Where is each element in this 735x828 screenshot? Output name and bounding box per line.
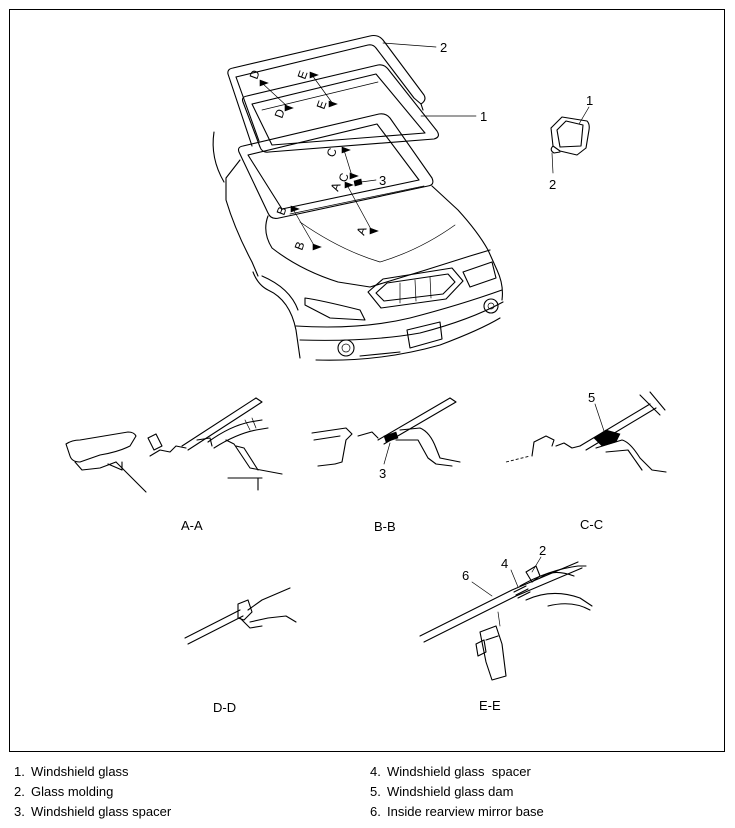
- overview-spacer-mark: [353, 178, 363, 187]
- legend-number: 2.: [14, 784, 25, 799]
- right-headlight: [462, 261, 497, 288]
- left-fog-light: [337, 339, 355, 357]
- section-b-b-spacer-callout: 3: [379, 466, 386, 481]
- section-e-e-drawing: [419, 556, 593, 681]
- section-d-d-label: D-D: [213, 700, 236, 715]
- glass-callout: 1: [480, 109, 487, 124]
- glass-molding-outline: [227, 34, 426, 147]
- legend-item: 6. Inside rearview mirror base: [370, 802, 720, 822]
- cut-mark-a-end: A: [354, 225, 370, 237]
- spacer-leader-line: [360, 179, 377, 183]
- car-windshield-opening: [237, 113, 434, 219]
- legend-text: Windshield glass spacer: [31, 804, 172, 819]
- legend-text: Windshield glass spacer: [387, 764, 531, 779]
- cut-mark-b-start: B: [274, 205, 290, 217]
- windshield-diagram: 2 1 3 D D E E C C: [9, 9, 725, 752]
- legend-text: Inside rearview mirror base: [387, 804, 544, 819]
- legend-number: 4.: [370, 764, 381, 779]
- section-e-e-mirror-base-callout: 6: [462, 568, 469, 583]
- section-a-a-label: A-A: [181, 518, 203, 533]
- right-fog-light: [483, 298, 499, 314]
- cut-mark-a-start: A: [328, 181, 344, 193]
- legend-item: 4. Windshield glass spacer: [370, 762, 720, 782]
- section-d-d-drawing: [184, 587, 297, 645]
- legend-number: 5.: [370, 784, 381, 799]
- legend-left-column: 1. Windshield glass 2. Glass molding 3. …: [14, 762, 354, 822]
- license-plate: [406, 321, 443, 349]
- legend-text: Windshield glass: [31, 764, 129, 779]
- section-c-c-drawing: [505, 391, 667, 473]
- section-a-a-drawing: [65, 397, 283, 493]
- clip-lower-callout: 2: [549, 177, 556, 192]
- diagram-frame: [9, 9, 725, 752]
- cut-mark-c-start: C: [324, 146, 340, 159]
- cut-line-a: A A: [328, 181, 379, 237]
- cut-line-b: B B: [274, 205, 322, 252]
- legend-text: Glass molding: [31, 784, 114, 799]
- cut-line-c: C C: [324, 146, 359, 184]
- section-e-e-molding-callout: 2: [539, 543, 546, 558]
- cut-mark-b-end: B: [292, 240, 308, 252]
- section-b-b-label: B-B: [374, 519, 396, 534]
- section-c-c-label: C-C: [580, 517, 603, 532]
- legend-item: 3. Windshield glass spacer: [14, 802, 354, 822]
- molding-leader-line: [382, 42, 437, 48]
- section-c-c-dam-callout: 5: [588, 390, 595, 405]
- cut-mark-c-end: C: [336, 171, 352, 184]
- legend-number: 6.: [370, 804, 381, 819]
- legend-text: Windshield glass dam: [387, 784, 514, 799]
- cut-line-e: E E: [295, 69, 338, 111]
- car-grille: [367, 267, 464, 309]
- left-headlight: [304, 297, 366, 321]
- car-body: [212, 131, 504, 361]
- spacer-callout: 3: [379, 173, 386, 188]
- legend-item: 5. Windshield glass dam: [370, 782, 720, 802]
- cut-mark-e-start: E: [295, 69, 311, 81]
- molding-clip-detail: 1 2: [549, 93, 593, 192]
- section-e-e-spacer-callout: 4: [501, 556, 508, 571]
- legend-number: 3.: [14, 804, 25, 819]
- section-b-b-drawing: [311, 397, 461, 467]
- legend-item: 2. Glass molding: [14, 782, 354, 802]
- overview-drawing: 2 1 3 D D E E C C: [212, 34, 504, 361]
- legend-right-column: 4. Windshield glass spacer 5. Windshield…: [370, 762, 720, 822]
- legend-item: 1. Windshield glass: [14, 762, 354, 782]
- legend-number: 1.: [14, 764, 25, 779]
- cut-mark-e-end: E: [314, 99, 330, 111]
- section-e-e-label: E-E: [479, 698, 501, 713]
- windshield-glass-outline: [241, 64, 439, 153]
- cut-mark-d-start: D: [247, 68, 263, 81]
- clip-upper-callout: 1: [586, 93, 593, 108]
- molding-callout: 2: [440, 40, 447, 55]
